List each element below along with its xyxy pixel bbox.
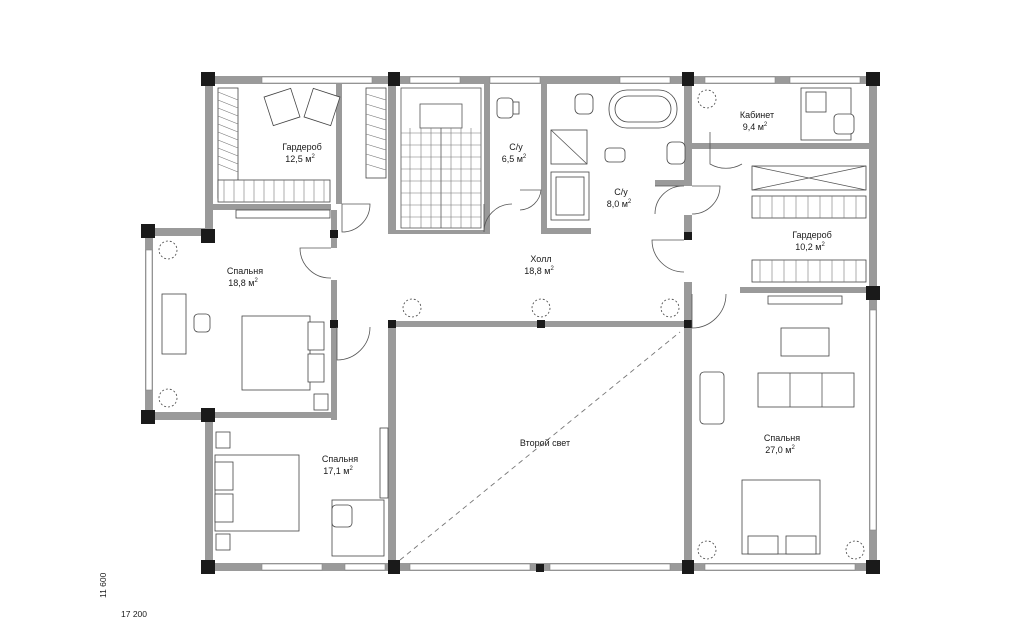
svg-text:9,4 м2: 9,4 м2 bbox=[743, 122, 768, 132]
svg-text:Гардероб: Гардероб bbox=[792, 230, 832, 240]
plants bbox=[158, 89, 865, 560]
bedroom-1-furniture bbox=[161, 209, 331, 411]
svg-text:Спальня: Спальня bbox=[227, 266, 263, 276]
second-light-void bbox=[399, 331, 681, 561]
wardrobe-2-furniture bbox=[751, 165, 867, 283]
svg-text:18,8 м2: 18,8 м2 bbox=[228, 278, 258, 288]
svg-text:С/у: С/у bbox=[614, 187, 628, 197]
svg-text:Кабинет: Кабинет bbox=[740, 110, 774, 120]
svg-text:Спальня: Спальня bbox=[764, 433, 800, 443]
wc-1-fixtures bbox=[496, 93, 594, 165]
staircase bbox=[400, 87, 482, 229]
wc-2-fixtures bbox=[550, 89, 686, 221]
dimension-width: 17 200 bbox=[121, 609, 147, 619]
room-label-second-light: Второй свет bbox=[520, 438, 570, 448]
room-label-office: Кабинет 9,4 м2 bbox=[740, 110, 774, 132]
room-label-wardrobe-1: Гардероб 12,5 м2 bbox=[282, 142, 322, 164]
room-label-hall: Холл 18,8 м2 bbox=[524, 254, 554, 276]
bedroom-2-furniture bbox=[214, 427, 389, 557]
room-label-wc-1: С/у 6,5 м2 bbox=[502, 142, 527, 164]
office-furniture bbox=[800, 87, 855, 141]
wardrobe-1-furniture bbox=[217, 87, 387, 203]
svg-text:6,5 м2: 6,5 м2 bbox=[502, 154, 527, 164]
room-label-bedroom-1: Спальня 18,8 м2 bbox=[227, 266, 263, 288]
log-posts bbox=[141, 72, 880, 574]
svg-text:18,8 м2: 18,8 м2 bbox=[524, 266, 554, 276]
svg-text:Холл: Холл bbox=[530, 254, 551, 264]
svg-text:12,5 м2: 12,5 м2 bbox=[285, 154, 315, 164]
room-label-wc-2: С/у 8,0 м2 bbox=[607, 187, 632, 209]
room-label-wardrobe-2: Гардероб 10,2 м2 bbox=[792, 230, 832, 252]
svg-text:8,0 м2: 8,0 м2 bbox=[607, 199, 632, 209]
dimension-height: 11 600 bbox=[98, 572, 108, 598]
room-label-bedroom-3: Спальня 27,0 м2 bbox=[764, 433, 800, 455]
doors bbox=[299, 132, 743, 361]
svg-text:10,2 м2: 10,2 м2 bbox=[795, 242, 825, 252]
bedroom-3-furniture bbox=[699, 295, 855, 555]
svg-text:Второй свет: Второй свет bbox=[520, 438, 570, 448]
room-label-bedroom-2: Спальня 17,1 м2 bbox=[322, 454, 358, 476]
svg-text:Спальня: Спальня bbox=[322, 454, 358, 464]
svg-text:С/у: С/у bbox=[509, 142, 523, 152]
svg-text:17,1 м2: 17,1 м2 bbox=[323, 466, 353, 476]
svg-text:27,0 м2: 27,0 м2 bbox=[765, 445, 795, 455]
svg-text:Гардероб: Гардероб bbox=[282, 142, 322, 152]
windows bbox=[145, 76, 877, 571]
